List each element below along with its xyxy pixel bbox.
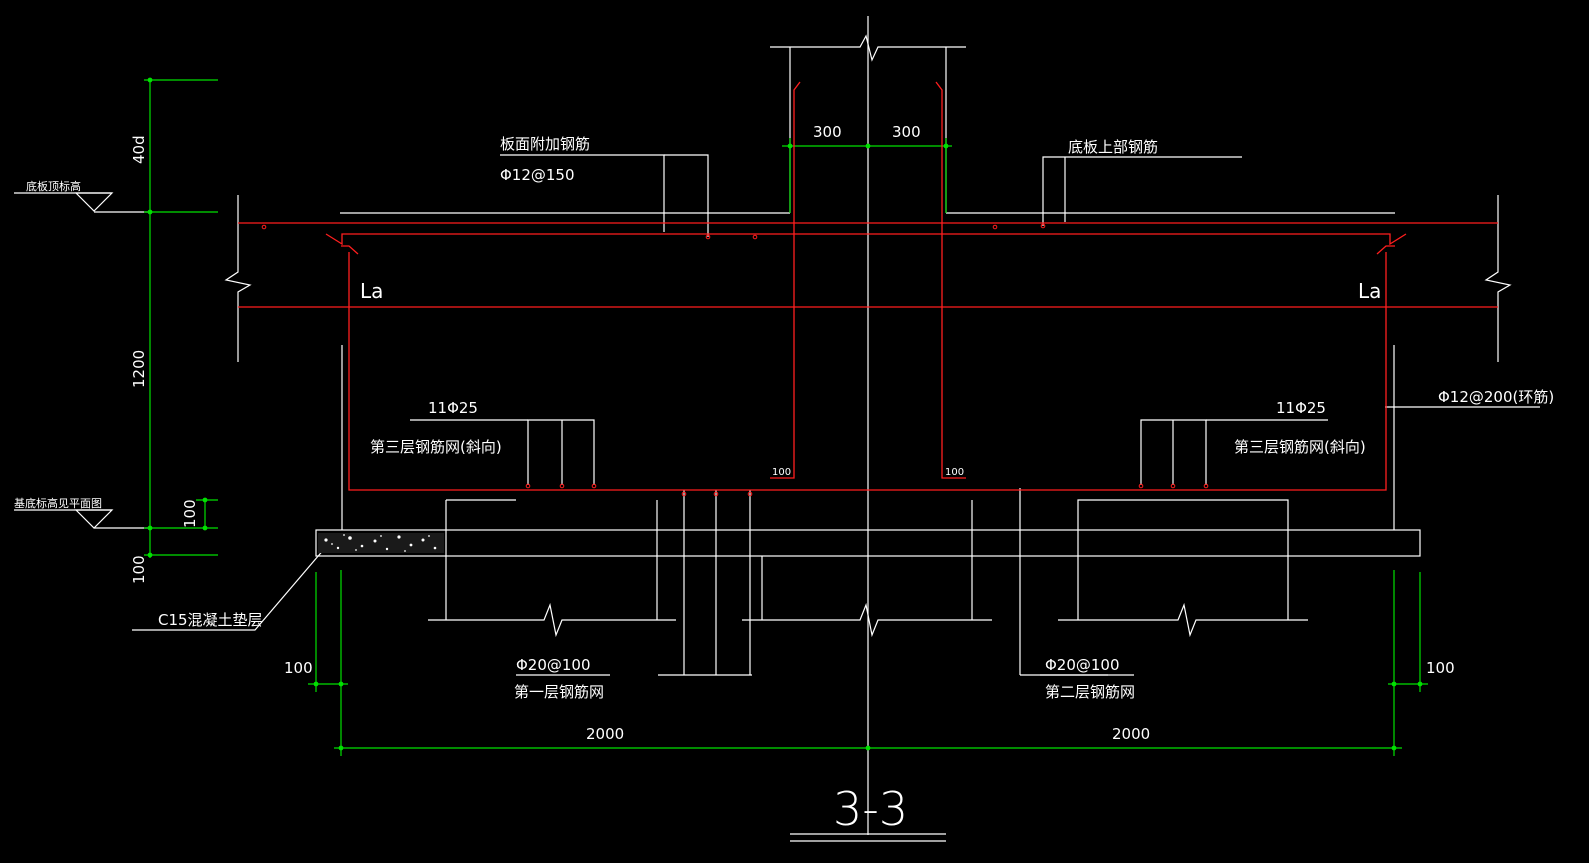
- label-cushion: C15混凝土垫层: [158, 611, 263, 629]
- dim-half-col-left: 300: [813, 123, 842, 141]
- label-third-layer-right: 第三层钢筋网(斜向): [1234, 438, 1366, 456]
- dim-cover-left: 100: [284, 659, 313, 677]
- label-left-bars: 11Φ25: [428, 399, 478, 417]
- dim-1200: 1200: [130, 350, 148, 388]
- label-bottom-plate-top-rebar: 底板上部钢筋: [1068, 138, 1158, 156]
- dim-cover-right: 100: [1426, 659, 1455, 677]
- drawing-title: 3-3: [833, 782, 908, 836]
- label-slab-top-elevation: 底板顶标高: [26, 179, 81, 193]
- dimension-lines: [144, 77, 1428, 756]
- dim-40d: 40d: [130, 135, 148, 164]
- label-second-layer-spec: Φ20@100: [1045, 656, 1120, 674]
- dim-half-width-right: 2000: [1112, 725, 1150, 743]
- annotations: 底板顶标高 基底标高见平面图 C15混凝土垫层 板面附加钢筋 Φ12@150 底…: [14, 123, 1554, 836]
- label-hook-right: 100: [945, 467, 964, 478]
- label-second-layer: 第二层钢筋网: [1045, 683, 1135, 701]
- label-third-layer-left: 第三层钢筋网(斜向): [370, 438, 502, 456]
- label-first-layer: 第一层钢筋网: [514, 683, 604, 701]
- dim-step-100: 100: [181, 499, 199, 528]
- label-la-right: La: [1358, 279, 1381, 303]
- label-foundation-base-elevation: 基底标高见平面图: [14, 496, 102, 510]
- dim-half-width-left: 2000: [586, 725, 624, 743]
- label-la-left: La: [360, 279, 383, 303]
- label-hook-left: 100: [772, 467, 791, 478]
- label-top-additional-rebar: 板面附加钢筋: [500, 135, 590, 153]
- concrete-outline: [14, 16, 1540, 842]
- label-top-additional-rebar-spec: Φ12@150: [500, 166, 575, 184]
- rebar: [238, 81, 1498, 497]
- label-ring-bar: Φ12@200(环筋): [1438, 388, 1554, 406]
- dim-half-col-right: 300: [892, 123, 921, 141]
- label-right-bars: 11Φ25: [1276, 399, 1326, 417]
- dim-cushion-100: 100: [130, 555, 148, 584]
- label-first-layer-spec: Φ20@100: [516, 656, 591, 674]
- cushion-hatch: [318, 533, 444, 553]
